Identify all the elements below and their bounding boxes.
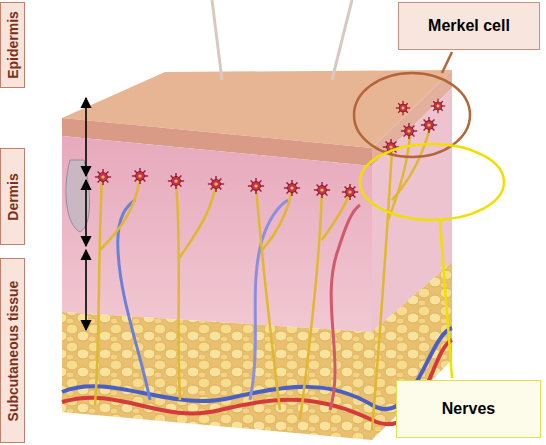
artery — [62, 340, 452, 424]
vein — [118, 200, 150, 400]
nerve-highlight — [360, 144, 504, 220]
layer-label-box: Dermis — [0, 148, 25, 245]
callout-box: Merkel cell — [398, 2, 540, 50]
dermis-layer — [62, 136, 372, 332]
layer-label-box: Epidermis — [0, 2, 25, 88]
artery — [330, 205, 360, 410]
hair — [332, 0, 352, 80]
thickness-arrows — [85, 98, 87, 330]
vein — [62, 328, 452, 409]
fat-layer — [62, 312, 372, 440]
vein — [250, 200, 288, 400]
callout-box: Nerves — [396, 380, 541, 438]
label-text: Epidermis — [5, 11, 21, 79]
hair — [212, 0, 222, 80]
nerve-fibers — [95, 128, 430, 430]
label-text: Dermis — [5, 173, 21, 220]
label-text: Subcutaneous tissue — [5, 280, 21, 421]
label-text: Nerves — [442, 400, 495, 418]
layer-label-box: Subcutaneous tissue — [0, 258, 25, 443]
label-text: Merkel cell — [428, 17, 510, 35]
leader-line — [442, 52, 452, 73]
leader-line — [440, 221, 452, 378]
